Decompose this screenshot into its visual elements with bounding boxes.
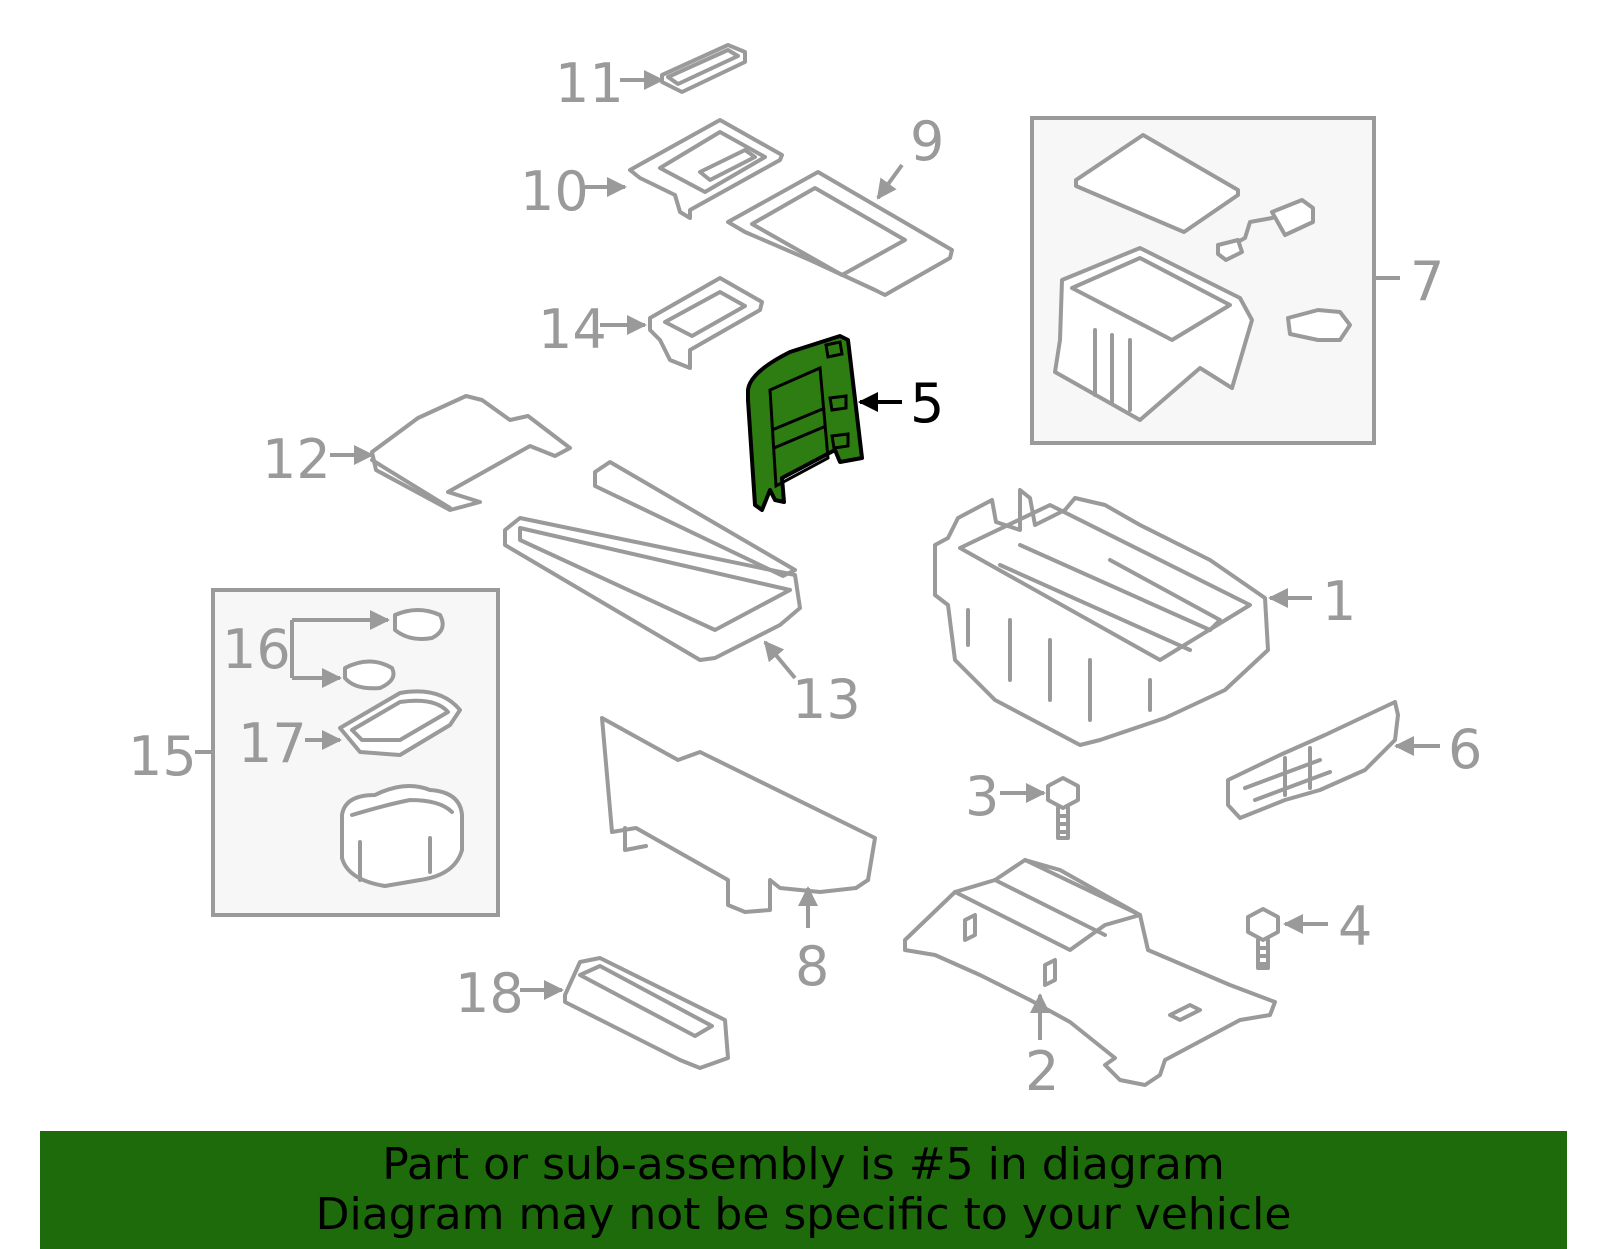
- part-7-harness[interactable]: [1216, 198, 1315, 262]
- callout-14: 14: [538, 298, 607, 361]
- callout-8: 8: [795, 935, 829, 998]
- part-1-console-base[interactable]: [933, 488, 1270, 747]
- part-15-cupholder-body[interactable]: [340, 784, 464, 888]
- leader-13: [763, 640, 797, 680]
- part-14-switch-bracket[interactable]: [648, 276, 764, 370]
- banner-line-1: Part or sub-assembly is #5 in diagram: [382, 1139, 1225, 1190]
- part-8-lower-panel[interactable]: [600, 716, 877, 914]
- part-7-mat[interactable]: [1074, 133, 1240, 234]
- leader-9: [876, 163, 904, 200]
- callout-13: 13: [792, 668, 861, 731]
- part-7-clip[interactable]: [1286, 308, 1352, 342]
- callout-6: 6: [1448, 718, 1482, 781]
- part-5-highlighted-panel[interactable]: [746, 334, 864, 512]
- part-13-side-trim[interactable]: [503, 460, 802, 662]
- part-16-cup-pad-upper[interactable]: [393, 608, 445, 641]
- part-9-top-panel[interactable]: [726, 170, 954, 297]
- part-17-cupholder-trim[interactable]: [338, 689, 462, 757]
- part-18-storage-tray[interactable]: [563, 956, 730, 1070]
- part-6-end-trim[interactable]: [1226, 700, 1400, 820]
- part-7-bin[interactable]: [1053, 246, 1254, 422]
- callout-12: 12: [262, 428, 331, 491]
- callout-17: 17: [238, 712, 307, 775]
- part-12-armrest-pad[interactable]: [370, 394, 572, 512]
- callout-4: 4: [1338, 895, 1372, 958]
- part-16-cup-pad-lower[interactable]: [343, 659, 396, 691]
- callout-9: 9: [910, 110, 944, 173]
- callout-1: 1: [1322, 570, 1356, 633]
- callout-3: 3: [965, 765, 999, 828]
- callout-11: 11: [555, 52, 624, 115]
- callout-18: 18: [455, 962, 524, 1025]
- part-3-bolt[interactable]: [1046, 776, 1080, 840]
- callout-10: 10: [520, 160, 589, 223]
- callout-15: 15: [128, 725, 197, 788]
- part-2-bracket[interactable]: [903, 858, 1277, 1087]
- callout-5: 5: [910, 372, 944, 435]
- part-11-trim-insert[interactable]: [660, 43, 747, 94]
- banner-line-2: Diagram may not be specific to your vehi…: [315, 1189, 1292, 1240]
- part-4-bolt[interactable]: [1246, 907, 1280, 970]
- callout-2: 2: [1025, 1040, 1059, 1103]
- callout-16: 16: [222, 618, 291, 681]
- part-10-shifter-bezel[interactable]: [628, 118, 784, 220]
- callout-7: 7: [1410, 250, 1444, 313]
- info-banner: Part or sub-assembly is #5 in diagram Di…: [40, 1131, 1567, 1249]
